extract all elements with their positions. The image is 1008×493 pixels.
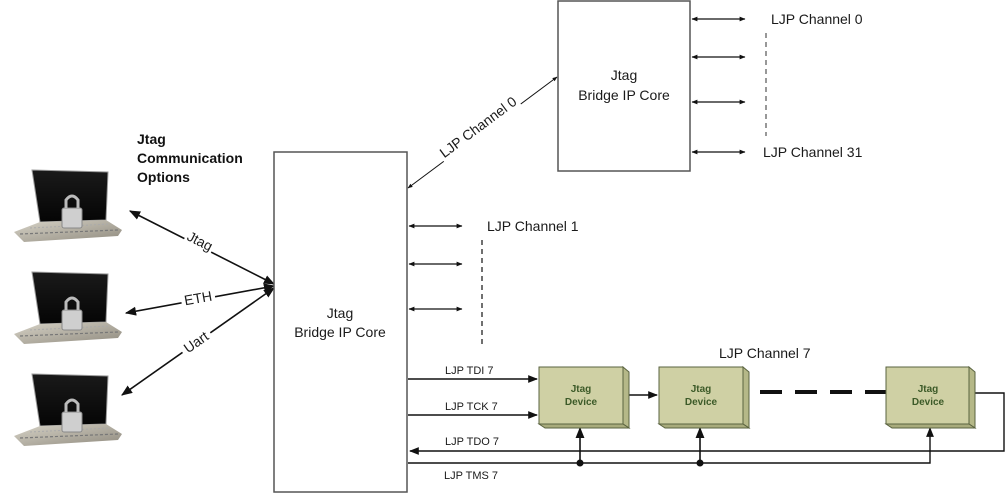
sub-bridge-title-line1: Jtag (611, 67, 637, 83)
sub-bridge-title-line2: Bridge IP Core (578, 87, 670, 103)
sub-bridge-box: Jtag Bridge IP Core (557, 0, 691, 172)
channel0-link-label: LJP Channel 0 (437, 93, 520, 161)
options-heading-line2: Communication (137, 150, 243, 166)
laptop-icon-uart (12, 372, 124, 448)
jtag-device-1: Jtag Device (537, 365, 631, 429)
device3-line1: Jtag (918, 384, 939, 395)
device1-line1: Jtag (571, 384, 592, 395)
sub-channel-arrows (691, 16, 746, 155)
main-bridge-title-line2: Bridge IP Core (294, 324, 386, 340)
jtag-device-3: Jtag Device (884, 365, 977, 429)
main-channel-first-label: LJP Channel 1 (487, 218, 579, 234)
main-channel-last-label: LJP Channel 7 (719, 345, 811, 361)
device2-line1: Jtag (691, 384, 712, 395)
device3-line2: Device (912, 397, 945, 408)
laptop-icon-jtag (12, 168, 124, 244)
device2-line2: Device (685, 397, 718, 408)
eth-link-label: ETH (183, 288, 213, 309)
options-heading-line3: Options (137, 169, 190, 185)
tdo-signal-line (409, 392, 1005, 455)
laptop-icon-eth (12, 270, 124, 346)
device1-tap-junction (576, 459, 584, 467)
jtag-device-2: Jtag Device (657, 365, 751, 429)
options-heading-line1: Jtag (137, 131, 166, 147)
tdo-signal-label: LJP TDO 7 (445, 436, 499, 448)
sub-channel-first-label: LJP Channel 0 (771, 11, 863, 27)
main-bridge-box: Jtag Bridge IP Core (273, 151, 408, 493)
device1-line2: Device (565, 397, 598, 408)
tdi-signal-label: LJP TDI 7 (445, 365, 494, 377)
main-bridge-title-line1: Jtag (327, 305, 353, 321)
tms-signal-label: LJP TMS 7 (444, 470, 498, 482)
main-channel-arrows (408, 223, 463, 312)
tck-signal-label: LJP TCK 7 (445, 401, 498, 413)
sub-channel-last-label: LJP Channel 31 (763, 144, 863, 160)
device2-tap-junction (696, 459, 704, 467)
